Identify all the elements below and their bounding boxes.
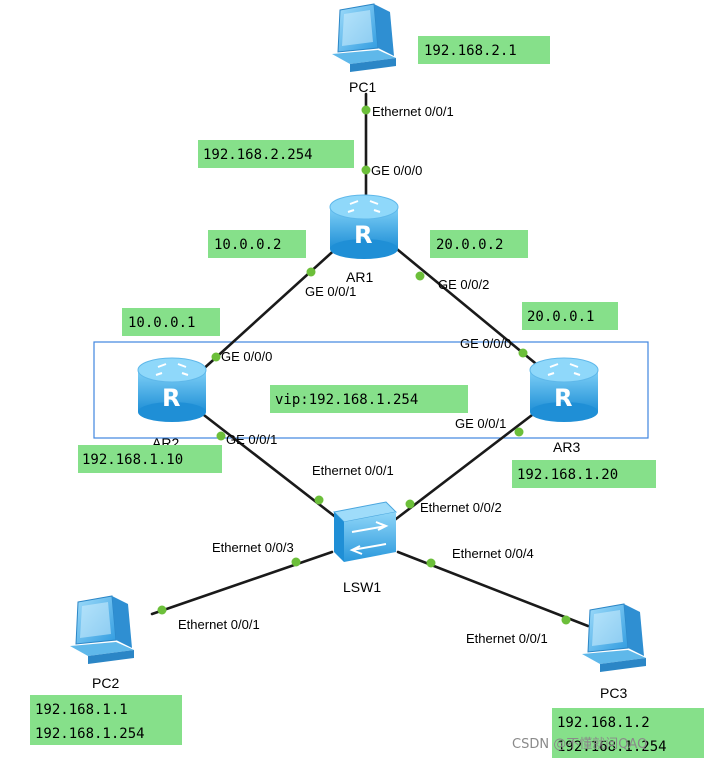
port-label-ar2-ge000: GE 0/0/0 bbox=[221, 349, 272, 364]
ar3-node[interactable]: R bbox=[529, 357, 599, 422]
vrrp-group-box bbox=[93, 341, 649, 439]
ar3-label: AR3 bbox=[553, 439, 580, 455]
port-dot bbox=[561, 615, 571, 625]
port-dots bbox=[157, 105, 571, 625]
ip-ar1-ge001: 10.0.0.2 bbox=[214, 237, 281, 253]
csdn-watermark: CSDN @不懂就问QAQ bbox=[512, 737, 647, 752]
port-label-lsw-eth2: Ethernet 0/0/2 bbox=[420, 500, 502, 515]
ip-bg bbox=[78, 445, 222, 473]
port-label-ar3-ge001: GE 0/0/1 bbox=[455, 416, 506, 431]
ip-bg bbox=[198, 140, 354, 168]
router-icon: R bbox=[529, 357, 599, 422]
pc-icon bbox=[582, 603, 646, 672]
link-ar3-lsw1 bbox=[390, 410, 538, 524]
link-lsw1-pc3 bbox=[396, 550, 590, 628]
vip-label: vip:192.168.1.254 bbox=[275, 392, 418, 408]
ip-pc3-gateway: 192.168.1.254 bbox=[557, 739, 667, 755]
svg-text:R: R bbox=[354, 221, 372, 249]
ip-pc3-address: 192.168.1.2 bbox=[557, 715, 650, 731]
port-label-lsw-eth1: Ethernet 0/0/1 bbox=[312, 463, 394, 478]
ip-ar2-ge000: 10.0.0.1 bbox=[128, 315, 195, 331]
ip-bg bbox=[522, 302, 618, 330]
router-icon: R bbox=[137, 357, 207, 422]
ip-bg bbox=[552, 708, 704, 758]
pc1-label: PC1 bbox=[349, 79, 376, 95]
port-dot bbox=[211, 352, 221, 362]
ip-bg bbox=[208, 230, 306, 258]
port-label-ar1-ge002: GE 0/0/2 bbox=[438, 277, 489, 292]
ip-ar3-ge000: 20.0.0.1 bbox=[527, 309, 594, 325]
ip-label-backgrounds bbox=[30, 36, 704, 758]
pc-icon bbox=[70, 595, 134, 664]
port-label-ar3-ge000: GE 0/0/0 bbox=[460, 336, 511, 351]
ip-bg bbox=[512, 460, 656, 488]
port-label-pc3-eth: Ethernet 0/0/1 bbox=[466, 631, 548, 646]
pc2-label: PC2 bbox=[92, 675, 119, 691]
pc-icon bbox=[332, 3, 396, 72]
port-dot bbox=[291, 557, 301, 567]
port-dot bbox=[306, 267, 316, 277]
ip-bg bbox=[430, 230, 528, 258]
pc3-label: PC3 bbox=[600, 685, 627, 701]
port-label-ar1-ge001: GE 0/0/1 bbox=[305, 284, 356, 299]
port-dot bbox=[216, 431, 226, 441]
port-label-lsw-eth3: Ethernet 0/0/3 bbox=[212, 540, 294, 555]
pc3-node[interactable] bbox=[582, 603, 646, 672]
link-lsw1-pc2 bbox=[150, 550, 334, 616]
link-ar1-ar2 bbox=[198, 243, 342, 374]
ip-bg bbox=[30, 695, 182, 745]
port-dot bbox=[361, 165, 371, 175]
pc2-node[interactable] bbox=[70, 595, 134, 664]
port-dot bbox=[426, 558, 436, 568]
port-label-pc2-eth: Ethernet 0/0/1 bbox=[178, 617, 260, 632]
port-label-ar2-ge001: GE 0/0/1 bbox=[226, 432, 277, 447]
port-label-lsw-eth4: Ethernet 0/0/4 bbox=[452, 546, 534, 561]
lsw1-label: LSW1 bbox=[343, 579, 381, 595]
svg-text:R: R bbox=[162, 384, 180, 412]
port-dot bbox=[514, 427, 524, 437]
lsw1-node[interactable] bbox=[332, 501, 398, 562]
router-icon: R bbox=[329, 194, 399, 259]
port-dot bbox=[157, 605, 167, 615]
ip-bg bbox=[418, 36, 550, 64]
ar1-label: AR1 bbox=[346, 269, 373, 285]
ip-ar1-ge002: 20.0.0.2 bbox=[436, 237, 503, 253]
ip-pc2-address: 192.168.1.1 bbox=[35, 702, 128, 718]
ip-ar1-ge000: 192.168.2.254 bbox=[203, 147, 313, 163]
switch-icon bbox=[332, 501, 398, 562]
port-dot bbox=[518, 348, 528, 358]
port-dot bbox=[314, 495, 324, 505]
ip-pc1: 192.168.2.1 bbox=[424, 43, 517, 59]
port-dot bbox=[415, 271, 425, 281]
port-label-ar1-ge000: GE 0/0/0 bbox=[371, 163, 422, 178]
port-dot bbox=[361, 105, 371, 115]
svg-text:R: R bbox=[554, 384, 572, 412]
ip-bg bbox=[122, 308, 220, 336]
ip-ar3-ge001: 192.168.1.20 bbox=[517, 467, 618, 483]
pc1-node[interactable] bbox=[332, 3, 396, 72]
ar2-node[interactable]: R bbox=[137, 357, 207, 422]
ip-bg bbox=[270, 385, 468, 413]
ar1-node[interactable]: R bbox=[329, 194, 399, 259]
ip-ar2-ge001: 192.168.1.10 bbox=[82, 452, 183, 468]
port-label-pc1-eth: Ethernet 0/0/1 bbox=[372, 104, 454, 119]
port-dot bbox=[405, 499, 415, 509]
ip-pc2-gateway: 192.168.1.254 bbox=[35, 726, 145, 742]
